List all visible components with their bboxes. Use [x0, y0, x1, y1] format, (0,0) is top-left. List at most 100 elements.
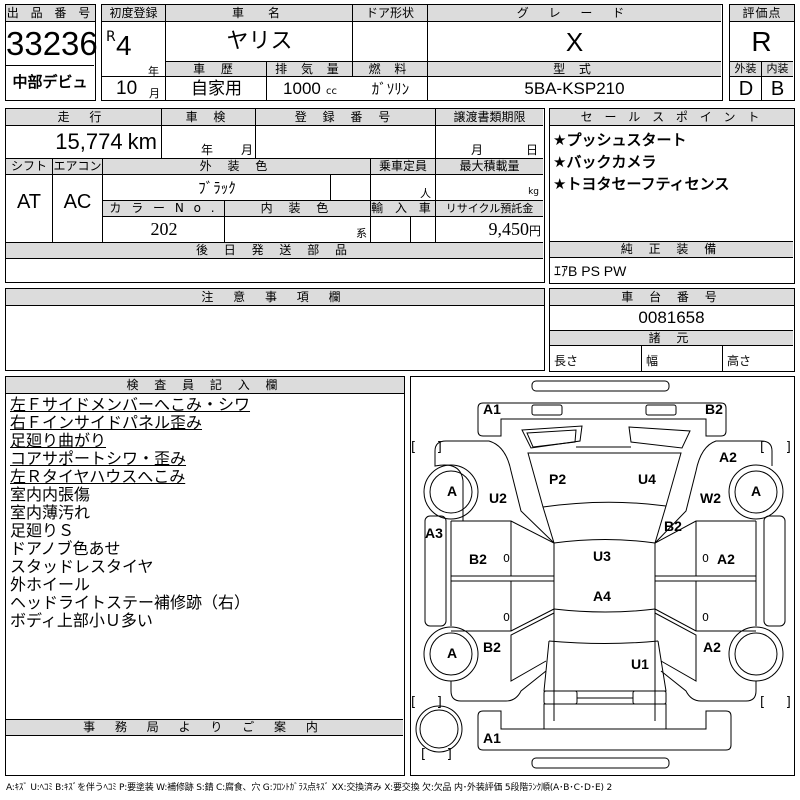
aircon-value: AC — [63, 191, 92, 213]
shift-header: シフト — [6, 159, 53, 175]
mileage-unit: km — [127, 129, 157, 154]
chassis-header: 車 台 番 号 — [550, 289, 794, 306]
note-item-underlined: 右Ｆインサイドパネル歪み — [10, 413, 203, 432]
cautions-header: 注 意 事 項 欄 — [6, 289, 544, 306]
office-notice-header: 事 務 局 よ り ご 案 内 — [6, 720, 403, 736]
interior-color-header: 内 装 色 — [225, 201, 371, 217]
interior-rating: B — [770, 78, 785, 100]
recycle-fee-unit: 円 — [528, 224, 541, 238]
damage-label-trunk: U1 — [631, 656, 649, 672]
damage-label-right-rear-quarter: A2 — [703, 639, 721, 655]
damage-label-front-right-wheel: A — [751, 483, 762, 499]
cautions-box: 注 意 事 項 欄 — [5, 288, 545, 371]
mileage-number: 15,774 — [55, 129, 123, 154]
inspection-month-unit: 月 — [241, 143, 254, 157]
bracket-spare: [ ] — [421, 747, 452, 762]
sales-points-box: セ ー ル ス ポ イ ン ト ★プッシュスタート ★バックカメラ ★トヨタセー… — [549, 108, 795, 284]
damage-label-left-rear-quarter: B2 — [483, 639, 501, 655]
damage-label-right-front-fender: W2 — [700, 490, 721, 506]
capacity-header: 乗車定員 — [371, 159, 436, 175]
sales-points-header: セ ー ル ス ポ イ ン ト — [550, 109, 794, 126]
reg-number-header: 登 録 番 号 — [256, 109, 436, 126]
note-item: ヘッドライトステー補修跡（右） — [10, 593, 251, 612]
sales-point-item: ★バックカメラ — [553, 153, 657, 171]
bracket-rear-left: [ ] — [411, 695, 442, 710]
later-parts-header: 後 日 発 送 部 品 — [6, 243, 543, 259]
damage-diagram: [ ] [ ] [ ] [ ] [ ] A1 B2 P2 U4 U2 A2 W2… — [410, 376, 795, 776]
damage-label-rear-bumper: A1 — [483, 730, 501, 746]
chassis-number: 0081658 — [638, 308, 705, 327]
displacement-number: 1000 — [283, 79, 321, 98]
displacement-unit: cc — [325, 86, 337, 97]
damage-label-hood-left: P2 — [549, 471, 567, 487]
note-item-underlined: 足廻り曲がり — [10, 431, 107, 450]
bracket-front-left: [ ] — [411, 440, 442, 455]
details-block: 走 行 車 検 登 録 番 号 譲渡書類期限 15,774 km 年 月 月 日… — [5, 108, 545, 283]
history-header: 車 歴 — [166, 62, 267, 77]
shift-value: AT — [16, 191, 42, 213]
recycle-fee-amount: 9,450 — [488, 219, 529, 239]
grade-value: X — [565, 27, 584, 57]
displacement-header: 排 気 量 — [267, 62, 353, 77]
damage-label-hood-right: U4 — [638, 471, 656, 487]
mileage-header: 走 行 — [6, 109, 162, 126]
lot-number: 33236 — [6, 25, 98, 62]
bracket-rear-right: [ ] — [760, 695, 791, 710]
color-no-value: 202 — [150, 219, 178, 239]
fuel-header: 燃 料 — [353, 62, 428, 77]
note-item: スタッドレスタイヤ — [10, 557, 154, 576]
transfer-month-unit: 月 — [471, 143, 484, 157]
damage-label-roof-front: U3 — [593, 548, 611, 564]
transfer-deadline-header: 譲渡書類期限 — [436, 109, 543, 126]
note-item-underlined: コアサポートシワ・歪み — [10, 449, 187, 468]
note-item: 足廻りＳ — [10, 521, 75, 540]
door-mark: 0 — [702, 552, 709, 565]
inspector-notes-header: 検 査 員 記 入 欄 — [6, 377, 404, 394]
exterior-color-value: ﾌﾞﾗｯｸ — [198, 179, 236, 197]
rating-overall: R — [751, 26, 772, 57]
spec-width-label: 幅 — [646, 354, 659, 368]
sales-point-item: ★プッシュスタート — [553, 131, 687, 149]
exterior-rating-header: 外装 — [730, 62, 762, 77]
spec-height-label: 高さ — [727, 354, 752, 368]
car-name-header: 車 名 — [166, 5, 353, 22]
model-code-header: 型 式 — [428, 62, 721, 77]
damage-label-left-rocker: A3 — [425, 525, 443, 541]
damage-label-front-left-wheel: A — [447, 483, 458, 499]
interior-color-unit: 系 — [356, 227, 367, 240]
damage-label-left-front-door: B2 — [469, 551, 487, 567]
max-load-unit: kg — [528, 187, 539, 197]
import-header: 輸 入 車 — [371, 201, 436, 217]
damage-label-front-right-bumper: B2 — [705, 401, 723, 417]
damage-label-left-front-fender: U2 — [489, 490, 507, 506]
capacity-unit: 人 — [420, 187, 431, 200]
inspector-notes-box: 検 査 員 記 入 欄 左Ｆサイドメンバーへこみ・シワ 右Ｆインサイドパネル歪み… — [5, 376, 405, 776]
note-item: ボディ上部小Ｕ多い — [10, 611, 153, 630]
exterior-rating: D — [738, 78, 754, 100]
mileage-value: 15,774 km — [6, 127, 161, 159]
sales-points-list: ★プッシュスタート ★バックカメラ ★トヨタセーフティセンス — [553, 129, 729, 195]
color-no-header: カ ラ ー N o . — [103, 201, 225, 217]
car-name: ヤリス — [226, 29, 293, 54]
aircon-header: エアコン — [53, 159, 103, 175]
model-code-value: 5BA-KSP210 — [524, 79, 625, 98]
inspection-header: 車 検 — [162, 109, 256, 126]
vehicle-info-block: 初度登録 車 名 ドア形状 グ レ ー ド R 4 年 10 月 ヤリス X 車… — [101, 4, 723, 101]
note-item-underlined: 左Ｒタイヤハウスへこみ — [10, 467, 186, 486]
spec-length-label: 長さ — [554, 354, 579, 368]
door-mark: 0 — [503, 611, 510, 624]
note-item: 外ホイール — [10, 575, 91, 594]
door-mark: 0 — [702, 611, 709, 624]
registration-year: 4 — [116, 30, 132, 61]
damage-label-roof-rear: A4 — [593, 588, 611, 604]
door-type-header: ドア形状 — [353, 5, 428, 22]
inspector-notes-list: 左Ｆサイドメンバーへこみ・シワ 右Ｆインサイドパネル歪み 足廻り曲がり コアサポ… — [6, 396, 250, 630]
chassis-box: 車 台 番 号 0081658 諸 元 長さ 幅 高さ — [549, 288, 795, 372]
lot-box: 出 品 番 号 33236 中部デビュ — [5, 4, 98, 101]
equipment-header: 純 正 装 備 — [550, 242, 793, 258]
bracket-front-right: [ ] — [760, 440, 791, 455]
venue-name: 中部デビュ — [12, 73, 88, 91]
note-item-underlined: 左Ｆサイドメンバーへこみ・シワ — [10, 395, 251, 414]
registration-month: 10 — [116, 78, 138, 99]
registration-header: 初度登録 — [102, 5, 166, 22]
